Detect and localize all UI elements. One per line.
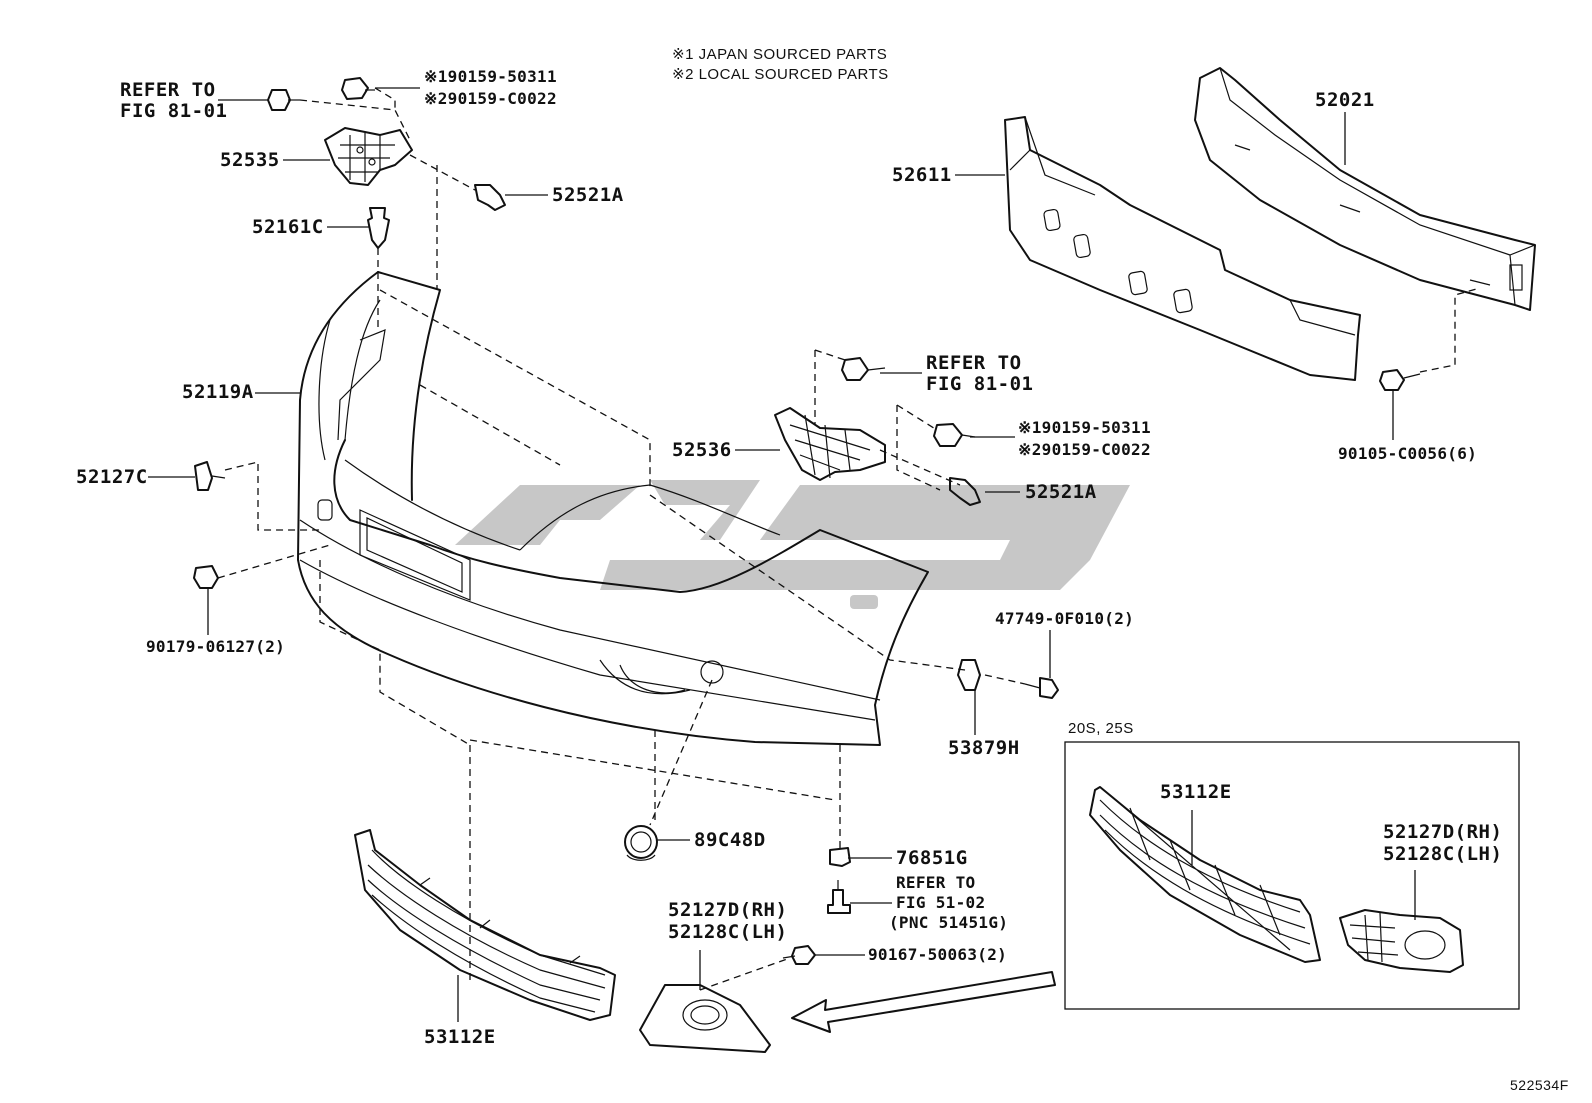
bracket-52535-drawing [324,127,413,186]
reinforcement-52021-drawing [1194,67,1536,311]
inset-drawing [1064,741,1520,1010]
direction-arrow [791,971,1056,1033]
label-52021[interactable]: 52021 [1315,89,1375,111]
label-refer-top-2[interactable]: FIG 81-01 [120,100,228,122]
lower-grille-drawing [354,829,616,1021]
label-53879h[interactable]: 53879H [948,737,1020,759]
label-refer-mid-1[interactable]: REFER TO [926,352,1022,374]
note-local-sourced: ※2 LOCAL SOURCED PARTS [672,66,889,83]
label-52611[interactable]: 52611 [892,164,952,186]
label-53112e-main[interactable]: 53112E [424,1026,496,1048]
label-52521a-mid[interactable]: 52521A [1025,481,1097,503]
label-89c48d[interactable]: 89C48D [694,829,766,851]
note-japan-sourced: ※1 JAPAN SOURCED PARTS [672,46,888,63]
clip-53879h-drawing [957,659,1059,699]
label-bolt-mid-2[interactable]: ※290159-C0022 [1018,440,1151,459]
label-bolt-top-1[interactable]: ※190159-50311 [424,67,557,86]
label-52536[interactable]: 52536 [672,439,732,461]
label-52128c-1[interactable]: 52128C(LH) [668,921,788,943]
label-refer-top-1[interactable]: REFER TO [120,79,216,101]
label-90105[interactable]: 90105-C0056(6) [1338,444,1478,463]
label-52127c[interactable]: 52127C [76,466,148,488]
inset-title: 20S, 25S [1068,720,1134,737]
fog-cover-drawing [639,945,816,1053]
label-47749[interactable]: 47749-0F010(2) [995,609,1135,628]
label-refer-low-2[interactable]: FIG 51-02 [896,893,986,912]
bumper-cover-drawing [297,271,929,746]
label-76851g[interactable]: 76851G [896,847,968,869]
label-52535[interactable]: 52535 [220,149,280,171]
label-52127d-1[interactable]: 52127D(RH) [668,899,788,921]
clip-76851g-drawing [827,847,851,914]
label-52127d-2[interactable]: 52127D(RH) [1383,821,1503,843]
figure-id: 522534F [1510,1077,1569,1093]
label-bolt-top-2[interactable]: ※290159-C0022 [424,89,557,108]
label-refer-low-3[interactable]: (PNC 51451G) [889,913,1009,932]
absorber-52611-drawing [1004,116,1361,381]
grommet-89c48d-drawing [624,825,658,861]
label-refer-low-1[interactable]: REFER TO [896,873,976,892]
dashed-lines [217,87,1481,991]
label-53112e-inset[interactable]: 53112E [1160,781,1232,803]
label-52119a[interactable]: 52119A [182,381,254,403]
label-bolt-mid-1[interactable]: ※190159-50311 [1018,418,1151,437]
label-90179[interactable]: 90179-06127(2) [146,637,286,656]
label-90167[interactable]: 90167-50063(2) [868,945,1008,964]
label-52521a-top[interactable]: 52521A [552,184,624,206]
watermark-logo [455,480,1130,609]
label-52161c[interactable]: 52161C [252,216,324,238]
bolt-90105-drawing [1379,369,1421,391]
leader-lines [148,87,1416,1022]
label-52128c-2[interactable]: 52128C(LH) [1383,843,1503,865]
label-refer-mid-2[interactable]: FIG 81-01 [926,373,1034,395]
